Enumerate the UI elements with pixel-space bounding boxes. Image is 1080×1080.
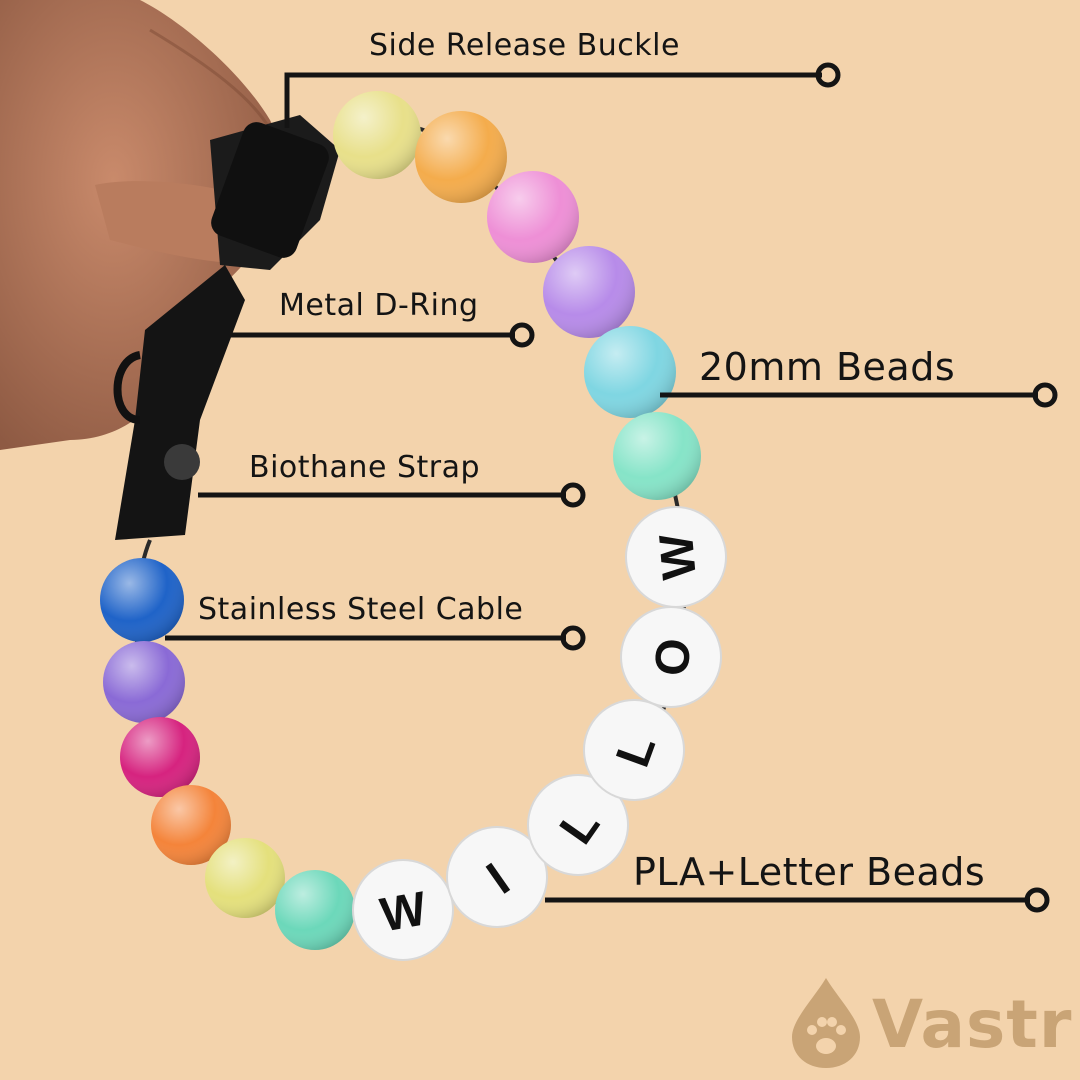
paw-droplet-logo-icon: [792, 978, 860, 1068]
side-release-buckle: [211, 122, 329, 258]
beads: [100, 91, 701, 950]
label-metal-d-ring: Metal D-Ring: [279, 288, 479, 323]
letter-bead-1: W: [377, 882, 432, 942]
metal-d-ring: [113, 351, 142, 424]
letter-beads: W I L L O W: [352, 506, 727, 961]
letter-bead-5: O: [645, 636, 701, 678]
marker-metal-d-ring: [509, 322, 535, 348]
callout-lines: [165, 62, 1058, 913]
label-pla-letter-beads: PLA+Letter Beads: [633, 850, 986, 894]
marker-biothane-strap: [560, 482, 586, 508]
marker-20mm-beads: [1032, 382, 1058, 408]
label-side-release-buckle: Side Release Buckle: [369, 28, 680, 63]
label-20mm-beads: 20mm Beads: [699, 345, 956, 389]
marker-stainless-steel-cable: [560, 625, 586, 651]
leader-side-release-buckle: [284, 72, 822, 128]
label-biothane-strap: Biothane Strap: [249, 450, 481, 485]
letter-bead-6: W: [650, 531, 707, 581]
label-stainless-steel-cable: Stainless Steel Cable: [198, 592, 524, 627]
marker-side-release-buckle: [815, 62, 841, 88]
marker-pla-letter-beads: [1024, 887, 1050, 913]
brand-name: Vastr: [872, 986, 1073, 1063]
